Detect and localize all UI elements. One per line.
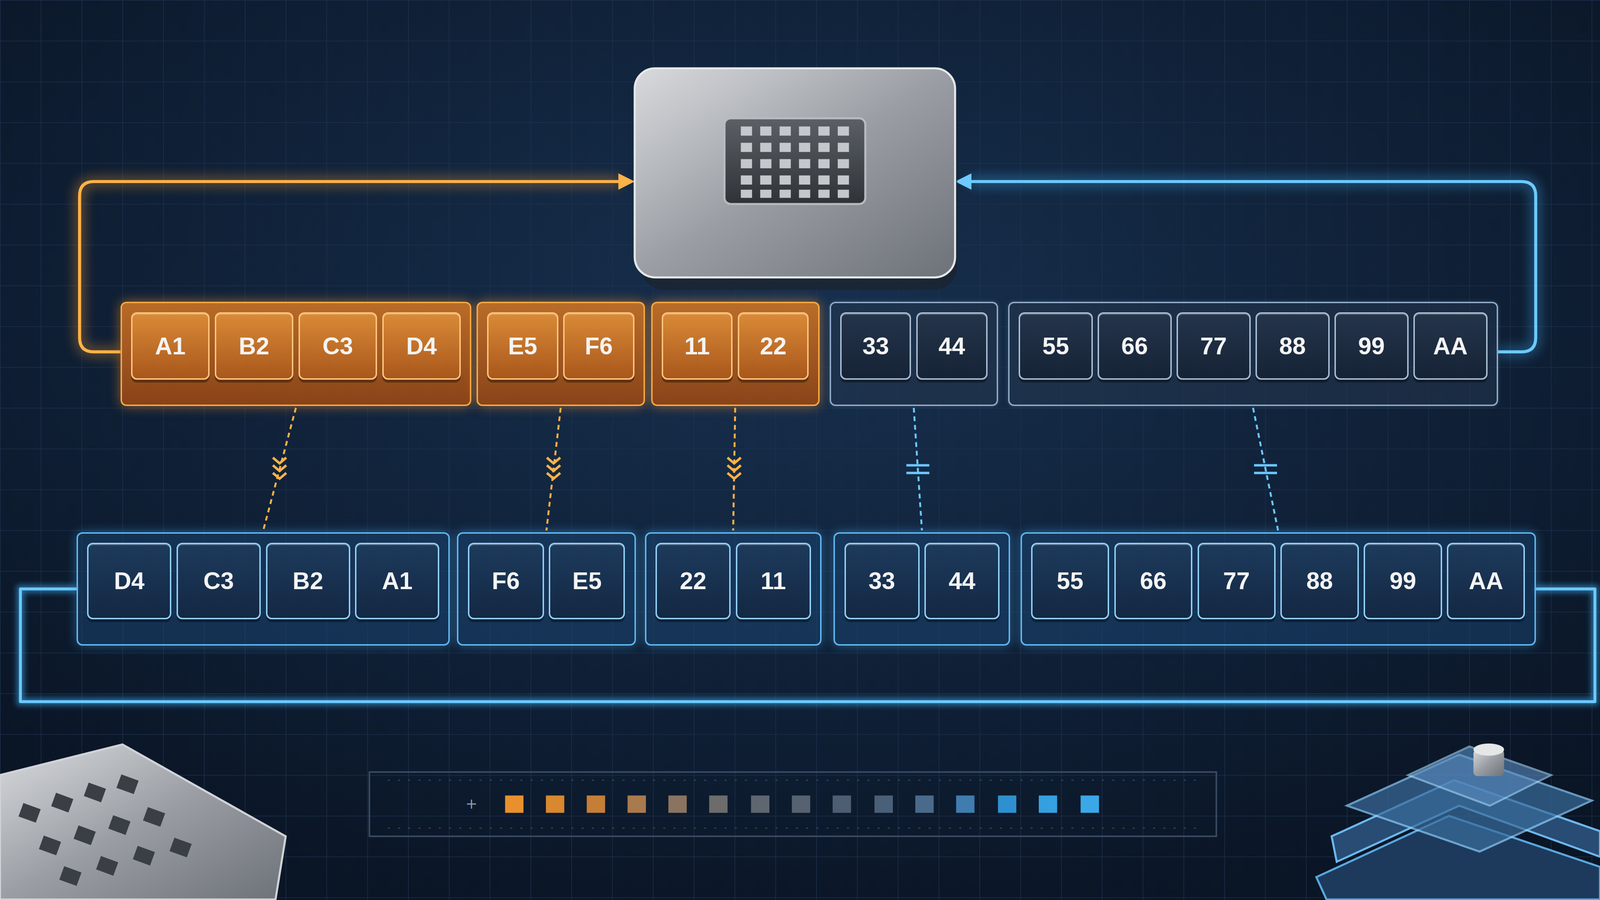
byte-value: 44 bbox=[948, 567, 976, 596]
byte-value: 99 bbox=[1358, 332, 1386, 361]
byte-cell: 33 bbox=[840, 312, 912, 380]
byte-value: 88 bbox=[1306, 567, 1334, 596]
byte-group: F6 E5 bbox=[456, 532, 636, 646]
byte-cell: 55 bbox=[1031, 543, 1110, 620]
byte-value: 11 bbox=[760, 567, 787, 596]
byte-value: D4 bbox=[406, 332, 437, 361]
byte-group: 55 66 77 88 99 AA bbox=[1020, 532, 1536, 646]
byte-group: D4 C3 B2 A1 bbox=[76, 532, 451, 646]
byte-cell: 99 bbox=[1334, 312, 1409, 380]
byte-value: 66 bbox=[1139, 567, 1167, 596]
byte-cell: 11 bbox=[735, 543, 812, 620]
byte-value: F6 bbox=[491, 567, 520, 596]
byte-group: 33 44 bbox=[833, 532, 1011, 646]
byte-cell: A1 bbox=[131, 312, 210, 380]
byte-cell: 66 bbox=[1114, 543, 1193, 620]
byte-value: 77 bbox=[1222, 567, 1250, 596]
byte-value: 22 bbox=[679, 567, 707, 596]
byte-cell: E5 bbox=[487, 312, 558, 380]
byte-cell: B2 bbox=[266, 543, 351, 620]
byte-value: B2 bbox=[292, 567, 324, 596]
byte-cell: A1 bbox=[355, 543, 440, 620]
byte-group: 33 44 bbox=[829, 301, 999, 407]
byte-value: 66 bbox=[1121, 332, 1149, 361]
byte-value: F6 bbox=[584, 332, 613, 361]
byte-value: 88 bbox=[1279, 332, 1307, 361]
mapping-line bbox=[263, 408, 296, 531]
byte-cell: C3 bbox=[176, 543, 261, 620]
corner-chip bbox=[0, 744, 286, 900]
mapping-line bbox=[733, 408, 735, 531]
arrowhead bbox=[618, 173, 635, 190]
byte-cell: B2 bbox=[214, 312, 294, 380]
byte-value: 55 bbox=[1056, 567, 1084, 596]
byte-value: C3 bbox=[203, 567, 234, 596]
mapping-line bbox=[913, 408, 923, 531]
byte-value: 77 bbox=[1200, 332, 1228, 361]
byte-value: A1 bbox=[381, 567, 413, 596]
byte-cell: 11 bbox=[661, 312, 733, 380]
connector-group bbox=[733, 408, 735, 531]
byte-cell: 77 bbox=[1197, 543, 1276, 620]
byte-group: 11 22 bbox=[651, 301, 820, 407]
gradient-bar bbox=[369, 772, 1217, 837]
byte-value: 99 bbox=[1389, 567, 1417, 596]
byte-value: C3 bbox=[322, 332, 354, 361]
byte-value: 33 bbox=[868, 567, 896, 596]
byte-value: 44 bbox=[938, 332, 966, 361]
byte-value: 33 bbox=[862, 332, 889, 361]
byte-group: 22 11 bbox=[644, 532, 822, 646]
byte-value: E5 bbox=[572, 567, 602, 596]
mapping-line bbox=[546, 408, 561, 531]
chip-pads bbox=[740, 126, 849, 198]
byte-value: D4 bbox=[113, 567, 145, 596]
byte-value: 55 bbox=[1042, 332, 1070, 361]
arrowhead bbox=[955, 173, 972, 190]
chip bbox=[634, 68, 956, 278]
byte-group: 55 66 77 88 99 AA bbox=[1008, 301, 1499, 407]
byte-cell: 88 bbox=[1255, 312, 1330, 380]
stacked-layers bbox=[1316, 744, 1600, 900]
byte-cell: 88 bbox=[1280, 543, 1359, 620]
byte-group: E5 F6 bbox=[476, 301, 645, 407]
byte-cell: 22 bbox=[737, 312, 809, 380]
byte-value: 22 bbox=[759, 332, 787, 361]
connector-group bbox=[546, 408, 561, 531]
byte-cell: 99 bbox=[1363, 543, 1442, 620]
byte-value: A1 bbox=[155, 332, 186, 361]
byte-value: 11 bbox=[684, 332, 711, 361]
byte-cell: AA bbox=[1446, 543, 1525, 620]
bar-marker: + bbox=[465, 795, 478, 813]
connector-group bbox=[1253, 408, 1278, 531]
connector-group bbox=[263, 408, 296, 531]
byte-cell: 33 bbox=[844, 543, 920, 620]
byte-cell: 77 bbox=[1176, 312, 1251, 380]
byte-value: B2 bbox=[238, 332, 270, 361]
byte-cell: F6 bbox=[563, 312, 634, 380]
byte-cell: E5 bbox=[548, 543, 625, 620]
byte-value: AA bbox=[1433, 332, 1468, 361]
byte-cell: 66 bbox=[1097, 312, 1172, 380]
byte-cell: C3 bbox=[298, 312, 378, 380]
chip-die bbox=[724, 118, 866, 204]
byte-value: AA bbox=[1468, 567, 1504, 596]
byte-cell: 44 bbox=[924, 543, 1000, 620]
mapping-line bbox=[1253, 408, 1278, 531]
byte-group: A1 B2 C3 D4 bbox=[120, 301, 472, 407]
byte-cell: F6 bbox=[467, 543, 545, 620]
byte-cell: 55 bbox=[1018, 312, 1093, 380]
byte-value: E5 bbox=[508, 332, 538, 361]
connector-group bbox=[913, 408, 923, 531]
byte-cell: 44 bbox=[916, 312, 988, 380]
byte-cell: D4 bbox=[87, 543, 172, 620]
byte-cell: 22 bbox=[655, 543, 731, 620]
byte-cell: AA bbox=[1413, 312, 1488, 380]
byte-cell: D4 bbox=[382, 312, 461, 380]
